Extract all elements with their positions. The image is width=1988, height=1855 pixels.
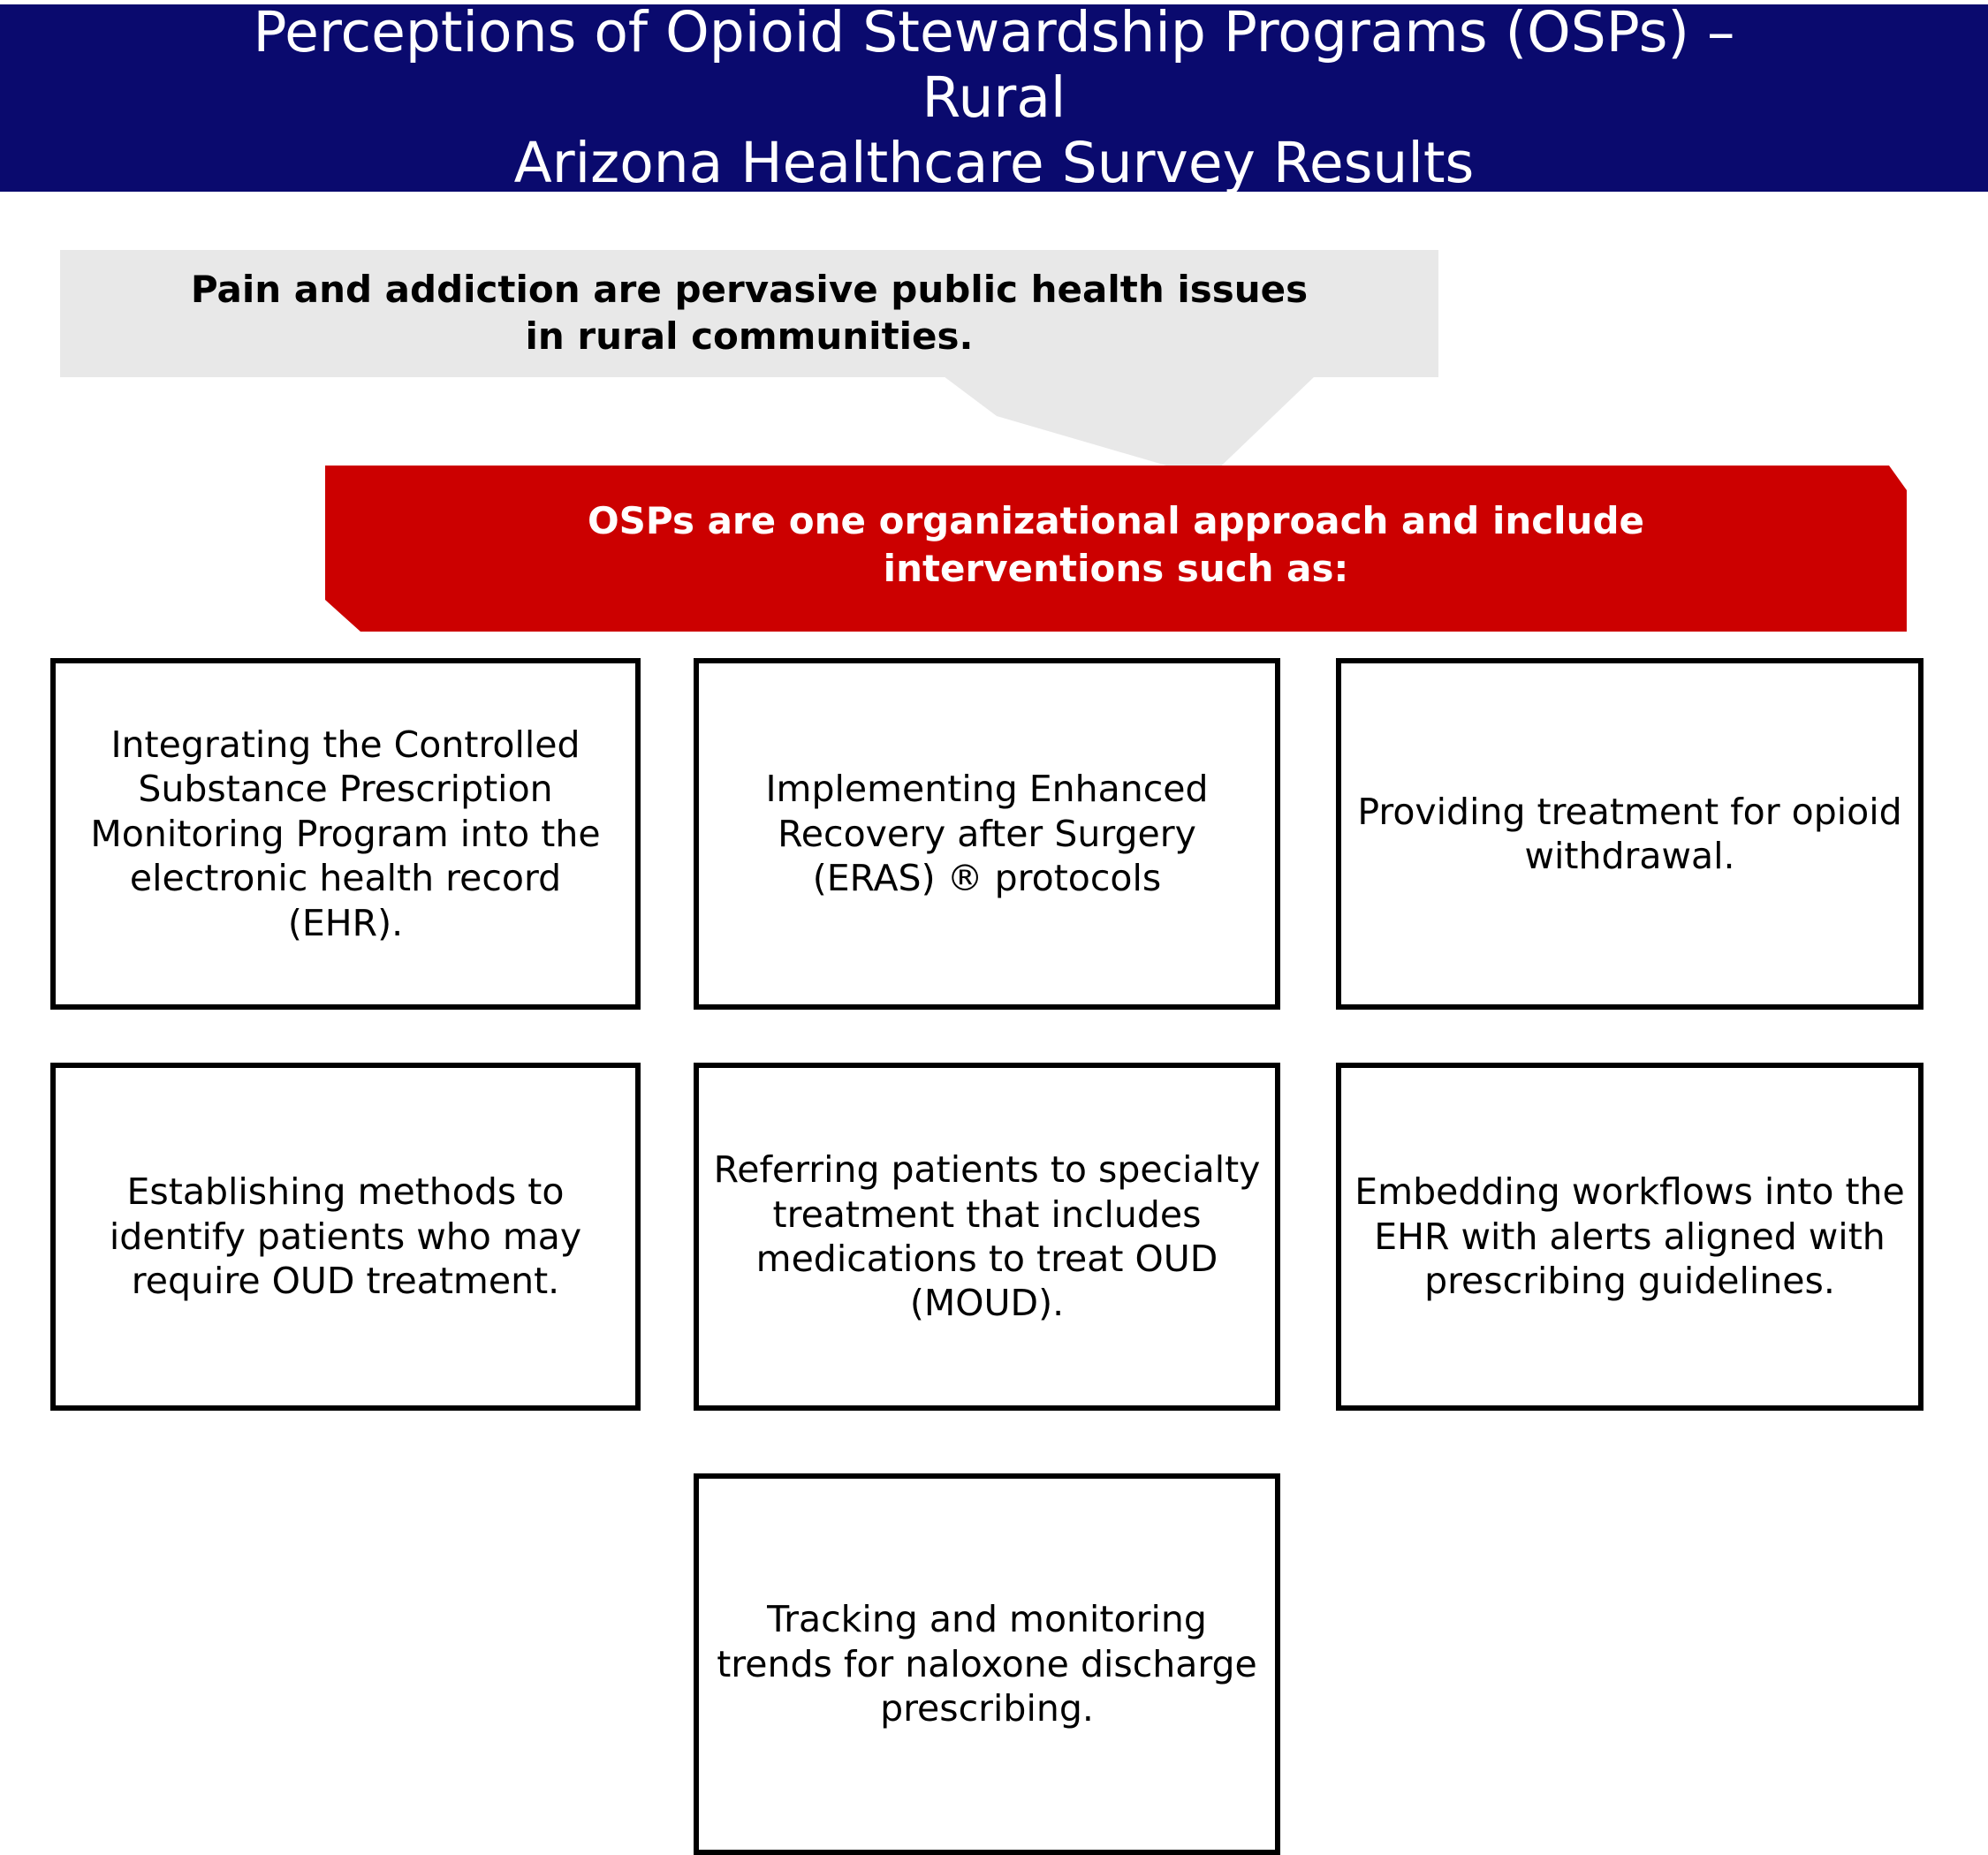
intervention-box-1-text: Integrating the Controlled Substance Pre… xyxy=(90,723,601,944)
callout-body xyxy=(60,250,1438,377)
page-title-line-2: Arizona Healthcare Survey Results xyxy=(513,131,1475,196)
red-banner-shape-icon xyxy=(325,466,1907,632)
intervention-box-5-text: Referring patients to specialty treatmen… xyxy=(713,1148,1261,1325)
intervention-box-3-text: Providing treatment for opioid withdrawa… xyxy=(1357,790,1902,877)
intervention-box-2: Implementing Enhanced Recovery after Sur… xyxy=(694,658,1280,1010)
intervention-box-7: Tracking and monitoring trends for nalox… xyxy=(694,1473,1280,1855)
red-banner-text: OSPs are one organizational approach and… xyxy=(587,499,1645,590)
title-banner: Perceptions of Opioid Stewardship Progra… xyxy=(0,0,1988,195)
intervention-box-7-text: Tracking and monitoring trends for nalox… xyxy=(717,1598,1257,1730)
intervention-box-6: Embedding workflows into the EHR with al… xyxy=(1336,1063,1924,1411)
callout-tail-icon xyxy=(944,376,1315,478)
callout-text: Pain and addiction are pervasive public … xyxy=(190,268,1309,358)
intervention-box-4: Establishing methods to identify patient… xyxy=(50,1063,641,1411)
page-title-line-1: Perceptions of Opioid Stewardship Progra… xyxy=(253,0,1735,130)
intervention-box-3: Providing treatment for opioid withdrawa… xyxy=(1336,658,1924,1010)
intervention-box-2-text: Implementing Enhanced Recovery after Sur… xyxy=(765,768,1209,900)
intervention-box-4-text: Establishing methods to identify patient… xyxy=(109,1170,582,1303)
red-banner: OSPs are one organizational approach and… xyxy=(325,466,1907,632)
intervention-box-5: Referring patients to specialty treatmen… xyxy=(694,1063,1280,1411)
page-title: Perceptions of Opioid Stewardship Progra… xyxy=(199,0,1789,197)
callout-speech-bubble: Pain and addiction are pervasive public … xyxy=(60,250,1474,478)
intervention-box-6-text: Embedding workflows into the EHR with al… xyxy=(1354,1170,1905,1303)
intervention-box-1: Integrating the Controlled Substance Pre… xyxy=(50,658,641,1010)
